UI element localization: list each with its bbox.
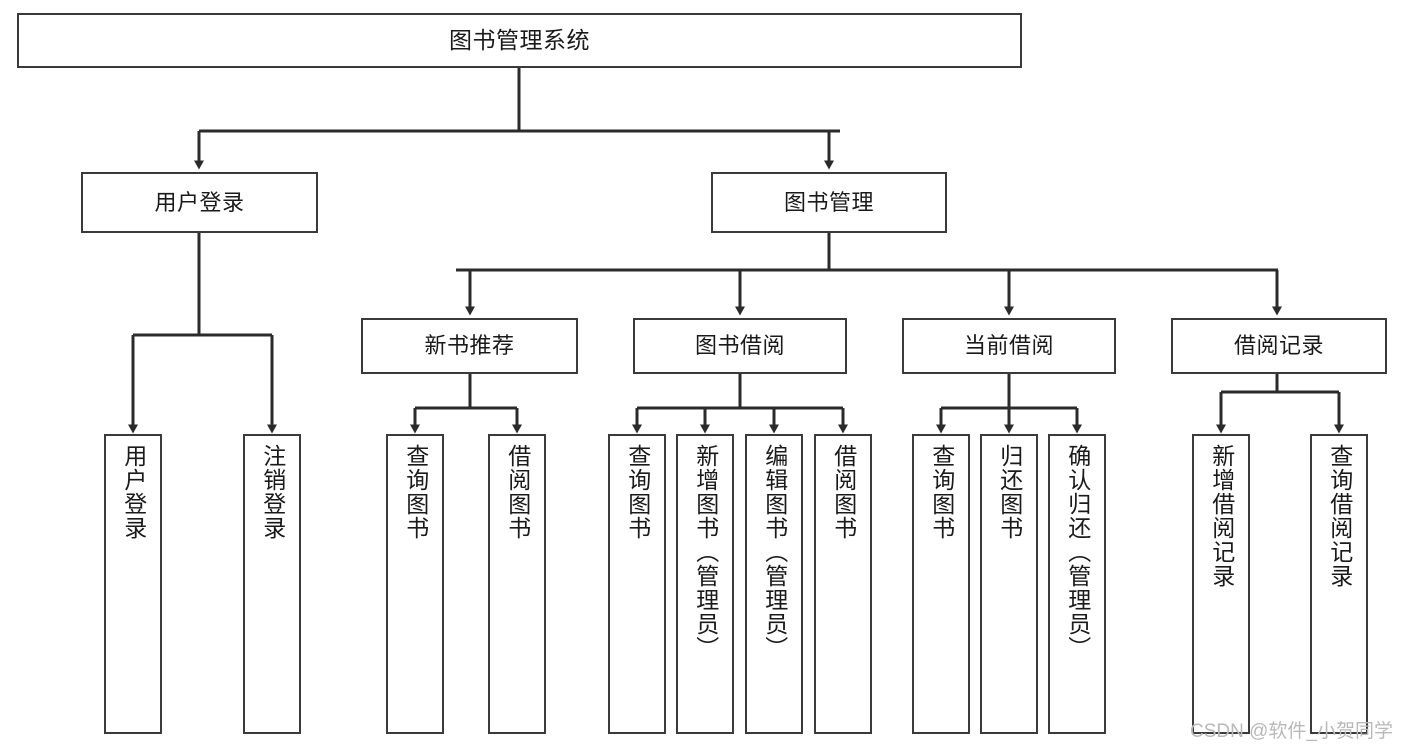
node-label: 归还图书: [996, 444, 1023, 540]
leaf-query-book-current[interactable]: 查询图书: [912, 434, 970, 734]
node-label: 查询图书: [928, 444, 955, 540]
node-label: 当前借阅: [963, 333, 1054, 359]
leaf-add-borrow-record[interactable]: 新增借阅记录: [1192, 434, 1250, 734]
node-label: 图书管理系统: [449, 26, 590, 53]
csdn-watermark: CSDN @软件_小贺同学: [1190, 721, 1393, 742]
node-book-borrowing[interactable]: 图书借阅: [633, 318, 847, 374]
node-label: 查询借阅记录: [1326, 444, 1353, 588]
leaf-borrow-book[interactable]: 借阅图书: [814, 434, 872, 734]
leaf-query-borrow-record[interactable]: 查询借阅记录: [1310, 434, 1368, 734]
node-label: 图书借阅: [694, 333, 785, 359]
leaf-user-login[interactable]: 用户登录: [104, 434, 162, 734]
leaf-edit-book-admin[interactable]: 编辑图书（管理员）: [745, 434, 803, 734]
leaf-add-book-admin[interactable]: 新增图书（管理员）: [676, 434, 734, 734]
node-label: 图书管理: [783, 189, 874, 215]
leaf-confirm-return-admin[interactable]: 确认归还（管理员）: [1048, 434, 1106, 734]
leaf-logout[interactable]: 注销登录: [243, 434, 301, 734]
node-label: 编辑图书（管理员）: [761, 444, 788, 660]
node-label: 查询图书: [402, 444, 429, 540]
leaf-query-book-recommendation[interactable]: 查询图书: [386, 434, 444, 734]
node-label: 借阅记录: [1233, 333, 1324, 359]
leaf-query-book-borrowing[interactable]: 查询图书: [608, 434, 666, 734]
node-current-borrowing[interactable]: 当前借阅: [902, 318, 1116, 374]
node-user-login[interactable]: 用户登录: [81, 172, 318, 233]
leaf-return-book[interactable]: 归还图书: [980, 434, 1038, 734]
node-label: 注销登录: [259, 444, 286, 540]
node-book-management[interactable]: 图书管理: [711, 172, 947, 233]
node-label: 借阅图书: [504, 444, 531, 540]
node-label: 新增图书（管理员）: [692, 444, 719, 660]
node-label: 新书推荐: [424, 333, 515, 359]
node-borrowing-records[interactable]: 借阅记录: [1171, 318, 1387, 374]
node-label: 查询图书: [624, 444, 651, 540]
node-label: 借阅图书: [830, 444, 857, 540]
leaf-borrow-book-recommendation[interactable]: 借阅图书: [488, 434, 546, 734]
node-root-book-management-system[interactable]: 图书管理系统: [17, 13, 1022, 68]
node-label: 用户登录: [154, 189, 245, 215]
node-label: 新增借阅记录: [1208, 444, 1235, 588]
node-label: 确认归还（管理员）: [1064, 444, 1091, 660]
node-new-book-recommendation[interactable]: 新书推荐: [361, 318, 578, 374]
node-label: 用户登录: [120, 444, 147, 540]
